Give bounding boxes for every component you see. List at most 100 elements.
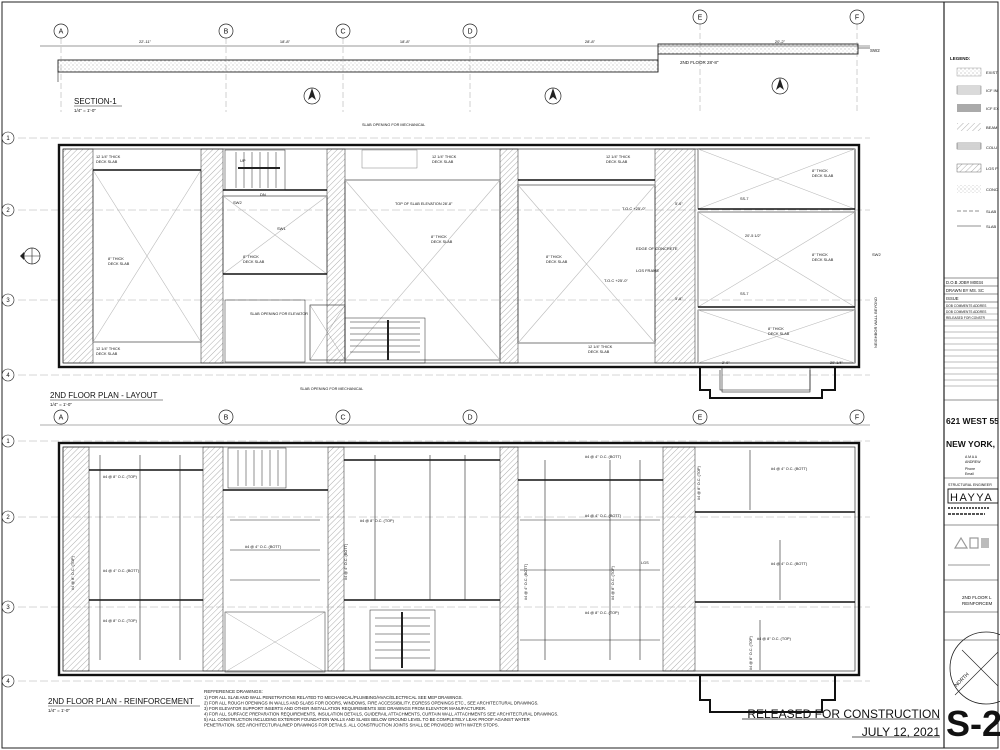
- svg-text:DECK SLAB: DECK SLAB: [606, 160, 628, 164]
- section-floor-note: 2ND FLOOR 28'-8": [680, 60, 719, 65]
- svg-text:DECK SLAB: DECK SLAB: [432, 160, 454, 164]
- legend-item: SLAB: [986, 209, 997, 214]
- rebar-callout: #4 @ 4" O.C. (BOTT): [103, 569, 140, 573]
- legend-item: SLAB: [986, 224, 997, 229]
- top-of-slab-note: TOP OF SLAB ELEVATION 28'-8": [395, 202, 453, 206]
- svg-text:18'-8": 18'-8": [280, 39, 291, 44]
- layout-plan-scale: 1/4" = 1'-0": [50, 402, 72, 407]
- notes-heading: REFFERENCE DRAWINGS:: [204, 689, 263, 694]
- section-scale: 1/4" = 1'-0": [74, 108, 96, 113]
- grid-rows-top: 1 2 3 4: [1, 131, 15, 382]
- grid-bubble-mid-e: E: [698, 415, 703, 422]
- legend-item: CONC: [986, 187, 998, 192]
- section-title: SECTION-1: [74, 97, 117, 106]
- svg-text:20'-1/4": 20'-1/4": [830, 361, 843, 365]
- sw1-label: SW1: [277, 226, 286, 231]
- sheet-title-line: REINFORCEM: [962, 601, 993, 606]
- note-item-1: 1) FOR ALL SLAB AND WALL PENETRATIONS RE…: [204, 695, 463, 700]
- rebar-callout: #4 @ 4" O.C. (BOTT): [771, 467, 808, 471]
- row-bubble-b3: 3: [6, 605, 10, 611]
- issue-row: DOB COMMENTS ADDRES: [946, 304, 986, 308]
- grid-bubble-a: A: [59, 29, 64, 36]
- edge-concrete-label: EDGE OF CONCRETE: [636, 246, 678, 251]
- client-line: Email: [965, 472, 974, 476]
- svg-text:DECK SLAB: DECK SLAB: [812, 258, 834, 262]
- svg-text:DECK SLAB: DECK SLAB: [546, 260, 568, 264]
- legend-item: ICF IN: [986, 88, 998, 93]
- release-date: JULY 12, 2021: [862, 725, 941, 739]
- rebar-callout: #4 @ 4" O.C. (BOTT): [585, 514, 622, 518]
- rebar-callout: #4 @ 8" O.C. (TOP): [360, 519, 395, 523]
- grid-bubble-mid-d: D: [467, 415, 472, 422]
- project-address-1: 621 WEST 55: [946, 416, 999, 426]
- grid-bubble-b: B: [224, 29, 229, 36]
- grid-bubble-f: F: [855, 15, 859, 22]
- svg-text:DECK SLAB: DECK SLAB: [431, 240, 453, 244]
- firm-logo: HAYYA: [950, 492, 993, 504]
- rebar-callout-vertical: #4 @ 8" O.C. (TOP): [71, 555, 75, 590]
- client-line: Phone: [965, 467, 975, 471]
- grid-bubble-mid-f: F: [855, 415, 859, 422]
- row-bubble-2: 2: [6, 208, 10, 214]
- svg-text:DECK SLAB: DECK SLAB: [96, 160, 118, 164]
- svg-text:DECK SLAB: DECK SLAB: [96, 352, 118, 356]
- legend-item: BEAM: [986, 125, 997, 130]
- svg-text:8" THICK: 8" THICK: [546, 255, 562, 259]
- rebar-callout: #4 @ 8" O.C. (TOP): [103, 475, 138, 479]
- row-bubble-b2: 2: [6, 515, 10, 521]
- issue-row: RELEASED FOR CONSTR: [946, 316, 986, 320]
- rebar-callout: #4 @ 8" O.C. (TOP): [757, 637, 792, 641]
- note-item-3: 3) FOR ELEVATOR SUPPORT INSERTS AND OTHE…: [204, 706, 486, 711]
- lgs-label: LGS: [641, 561, 649, 565]
- legend-item: LGS FI: [986, 166, 999, 171]
- reinf-plan-title: 2ND FLOOR PLAN - REINFORCEMENT: [48, 697, 194, 706]
- stair-up-label: UP: [240, 158, 246, 163]
- drawn-by: DRAWN BY MS. SC: [946, 288, 984, 293]
- note-item-4: 4) FOR ALL SURFACE PREPARATION REQUIREME…: [204, 712, 558, 717]
- layout-plan-title: 2ND FLOOR PLAN - LAYOUT: [50, 391, 158, 400]
- svg-text:5'-6": 5'-6": [675, 202, 683, 206]
- rebar-callout-vertical: #4 @ 8" O.C. (TOP): [749, 635, 753, 670]
- grid-bubbles-top: A B C D E F: [53, 9, 865, 39]
- rebar-callout: #4 @ 4" O.C. (BOTT): [245, 545, 282, 549]
- grid-bubble-d: D: [467, 29, 472, 36]
- architect-logo: [948, 536, 990, 566]
- svg-text:8" THICK: 8" THICK: [812, 253, 828, 257]
- legend-heading: LEGEND:: [950, 56, 971, 61]
- svg-text:SS-7: SS-7: [740, 197, 748, 201]
- note-item-2: 2) FOR ALL ROUGH OPENINGS IN WALLS AND S…: [204, 701, 539, 706]
- client-line: ANDREW: [965, 460, 981, 464]
- issue-row: DOB COMMENTS ADDRES: [946, 310, 986, 314]
- svg-text:12 1/4" THICK: 12 1/4" THICK: [606, 155, 631, 159]
- issue-label: ISSUE: [946, 296, 959, 301]
- sheet-title-line: 2ND FLOOR L: [962, 595, 992, 600]
- svg-text:SS-7: SS-7: [740, 292, 748, 296]
- lgs-frame-label: LGS FRAME: [636, 268, 659, 273]
- stair-dn-label: DN: [260, 192, 266, 197]
- title-block: LEGEND: EXIST ICF IN ICF EX BEAM COLU LG…: [944, 56, 1000, 744]
- release-stamp: RELEASED FOR CONSTRUCTION JULY 12, 2021: [742, 707, 940, 739]
- svg-text:12 1/4" THICK: 12 1/4" THICK: [588, 345, 613, 349]
- legend-item: EXIST: [986, 70, 998, 75]
- toc-label-1: T.O.C +25'-0": [622, 206, 646, 211]
- svg-text:28'-8": 28'-8": [585, 39, 596, 44]
- svg-text:DECK SLAB: DECK SLAB: [243, 260, 265, 264]
- rebar-callout: #4 @ 8" O.C. (TOP): [585, 611, 620, 615]
- row-bubble-b1: 1: [6, 439, 10, 445]
- section-1: 22'-11"18'-8" 18'-8"28'-8"20'-2" SECTION…: [40, 24, 880, 113]
- structural-engineer-label: STRUCTURAL ENGINEER: [948, 483, 992, 487]
- sw2-right-label: SW2: [872, 252, 881, 257]
- project-address-2: NEW YORK,: [946, 439, 995, 449]
- svg-text:20'-5 1/2": 20'-5 1/2": [745, 234, 762, 238]
- rebar-callout-vertical: #4 @ 4" O.C. (BOTT): [524, 563, 528, 600]
- svg-text:DECK SLAB: DECK SLAB: [108, 262, 130, 266]
- section-sw2-label: SW2: [870, 48, 880, 53]
- svg-text:8" THICK: 8" THICK: [768, 327, 784, 331]
- plan-reinforcement: #4 @ 8" O.C. (TOP) #4 @ 4" O.C. (BOTT) #…: [18, 440, 870, 713]
- client-line: A M A A: [965, 455, 978, 459]
- svg-text:8" THICK: 8" THICK: [108, 257, 124, 261]
- rebar-callout-vertical: #4 @ 4" O.C. (BOTT): [344, 543, 348, 580]
- rebar-callout: #4 @ 4" O.C. (BOTT): [771, 562, 808, 566]
